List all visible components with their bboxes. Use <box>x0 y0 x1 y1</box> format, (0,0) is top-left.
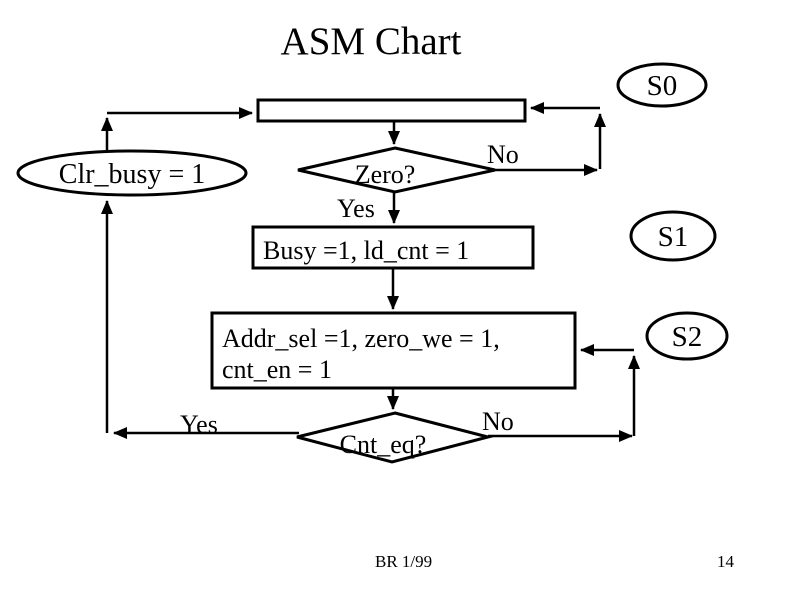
page-number: 14 <box>717 552 735 571</box>
action-text-s1: Busy =1, ld_cnt = 1 <box>263 236 469 265</box>
slide-title: ASM Chart <box>281 20 462 63</box>
state-label-s0: S0 <box>647 70 678 102</box>
decision-label-zero: Zero? <box>355 160 416 189</box>
decision-diamond-cnt-eq <box>296 411 494 464</box>
state-ellipse-s1 <box>629 210 717 262</box>
state-label-s2: S2 <box>672 321 703 353</box>
action-text-s2-line1: Addr_sel =1, zero_we = 1, <box>222 324 500 353</box>
conditional-output-ellipse <box>16 149 248 197</box>
state-box-s0 <box>256 98 527 123</box>
state-ellipse-s2 <box>645 311 729 361</box>
footer-text: BR 1/99 <box>375 552 432 571</box>
action-text-s2-line2: cnt_en = 1 <box>222 355 332 384</box>
cnt-eq-yes-label: Yes <box>180 410 218 439</box>
decision-diamond-zero <box>297 146 496 194</box>
conditional-output-label: Clr_busy = 1 <box>59 159 205 190</box>
zero-yes-label: Yes <box>337 194 375 223</box>
state-box-s1 <box>251 225 535 270</box>
state-box-s2 <box>210 311 577 390</box>
decision-label-cnt-eq: Cnt_eq? <box>340 430 427 459</box>
cnt-eq-no-label: No <box>482 407 514 436</box>
state-label-s1: S1 <box>658 221 689 253</box>
state-ellipse-s0 <box>616 62 708 108</box>
zero-no-label: No <box>487 140 519 169</box>
